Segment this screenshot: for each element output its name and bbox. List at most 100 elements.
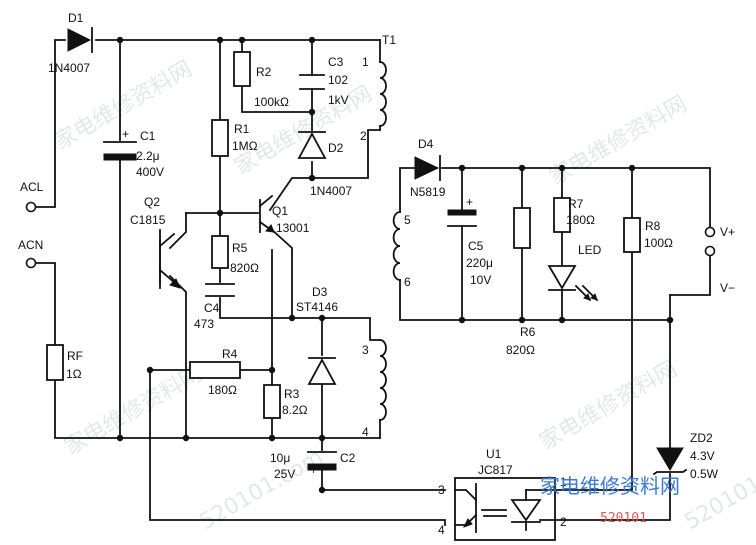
ref-label: RF <box>67 349 83 363</box>
junction-dot <box>628 164 636 172</box>
junction-dot <box>318 486 326 494</box>
rating-label: 25V <box>274 467 295 481</box>
ref-label: Q1 <box>272 204 288 218</box>
junction-dot <box>268 366 276 374</box>
capacitor-plate <box>103 153 137 161</box>
rating-label: 400V <box>136 165 164 179</box>
junction-dot <box>288 314 296 322</box>
watermark-tag: 家电维修资料网 520101 <box>540 474 680 526</box>
value-label: N5819 <box>410 185 446 199</box>
watermark-tag-text: 家电维修资料网 <box>540 474 680 498</box>
pin-label: 3 <box>362 343 369 357</box>
emitter-arrow <box>462 518 473 528</box>
resistor-body <box>189 361 241 379</box>
optocoupler-u1: U1 JC817 3 4 1 2 <box>438 447 567 541</box>
junction-dot <box>308 174 316 182</box>
capacitor-c1: + C1 2.2μ 400V <box>103 127 164 179</box>
ref-label: Q2 <box>144 195 160 209</box>
ref-label: T1 <box>382 33 396 47</box>
resistor-r5: R5 820Ω <box>211 235 259 275</box>
ref-label: R8 <box>645 219 661 233</box>
resistor-r3: R3 8.2Ω <box>263 384 308 419</box>
resistor-body <box>46 344 64 381</box>
capacitor-plate <box>307 463 337 471</box>
ref-label: D4 <box>418 137 434 151</box>
capacitor-c5: + C5 220μ 10V <box>447 195 493 287</box>
terminal-label: ACN <box>18 238 43 252</box>
resistor-r1: R1 1MΩ <box>211 119 258 157</box>
value-label: 473 <box>194 317 214 331</box>
ref-label: D1 <box>68 11 84 25</box>
pin-label: 1 <box>560 475 567 489</box>
pin-label: 2 <box>560 515 567 529</box>
junction-dot <box>518 316 526 324</box>
junction-dot <box>116 36 124 44</box>
value-label: 1MΩ <box>232 139 258 153</box>
value-label: 1N4007 <box>310 184 352 198</box>
resistor-body <box>553 197 571 233</box>
ref-label: R1 <box>234 122 250 136</box>
value-label: ST4146 <box>296 300 338 314</box>
terminal-label: ACL <box>20 180 44 194</box>
polarity-plus: + <box>466 195 473 209</box>
terminal-vplus: V+ <box>704 225 735 239</box>
terminal-vminus: V− <box>704 245 735 295</box>
resistor-rf: RF 1Ω <box>46 344 83 381</box>
polarity-plus: + <box>310 463 317 477</box>
junction-dot <box>318 314 326 322</box>
junction-dot <box>268 434 276 442</box>
junction-dot <box>146 366 154 374</box>
transistor-q1: Q1 13001 <box>258 194 310 235</box>
ref-label: R2 <box>256 65 272 79</box>
ref-label: LED <box>578 243 602 257</box>
value-label: 8.2Ω <box>282 403 308 417</box>
diode-symbol <box>307 358 337 385</box>
junctions <box>116 36 674 494</box>
transformer-t1: T1 1 2 3 4 5 6 <box>360 33 411 439</box>
watermark-tag-url: 520101 <box>600 511 647 526</box>
led-symbol <box>547 265 577 290</box>
pin-label: 6 <box>404 275 411 289</box>
pin-label: 4 <box>362 425 369 439</box>
watermark-text: 家电维修资料网 <box>546 92 692 191</box>
junction-dot <box>558 316 566 324</box>
ref-label: C4 <box>204 301 220 315</box>
rating-label: 10V <box>470 273 491 287</box>
resistor-r7: R7 180Ω <box>553 197 595 233</box>
resistor-body <box>211 235 229 269</box>
junction-dot <box>308 108 316 116</box>
diode-d1: D1 1N4007 <box>48 11 93 75</box>
watermark-text: 家电维修资料网 <box>231 82 377 181</box>
resistor-r6: R6 820Ω <box>506 207 536 357</box>
value-label: 13001 <box>276 221 310 235</box>
diode-symbol <box>67 28 92 52</box>
rating-label: 1kV <box>328 93 349 107</box>
value-label: JC817 <box>478 463 513 477</box>
junction-dot <box>518 164 526 172</box>
terminal-circle <box>25 257 37 269</box>
resistor-body <box>211 119 229 157</box>
terminal-acn: ACN <box>18 238 43 269</box>
zener-zd2: ZD2 4.3V 0.5W <box>652 431 719 481</box>
ref-label: ZD2 <box>690 431 713 445</box>
resistor-body <box>623 217 641 253</box>
light-arrow <box>590 293 598 301</box>
terminal-circle <box>704 245 716 257</box>
optocoupler-body <box>454 477 556 541</box>
ref-label: C3 <box>328 55 344 69</box>
pin-label: 3 <box>438 483 445 497</box>
value-label: 180Ω <box>208 383 237 397</box>
value-label: 220μ <box>466 256 493 270</box>
junction-dot <box>558 164 566 172</box>
value-label: 1N4007 <box>48 61 90 75</box>
value-label: 2.2μ <box>136 149 160 163</box>
value-label: 820Ω <box>506 343 535 357</box>
coil-primary <box>379 61 387 127</box>
emitter-arrow <box>169 278 181 289</box>
emitter-arrow <box>265 224 275 233</box>
pin-label: 1 <box>362 55 369 69</box>
terminal-label: V− <box>720 281 735 295</box>
junction-dot <box>116 434 124 442</box>
terminal-circle <box>704 226 716 238</box>
